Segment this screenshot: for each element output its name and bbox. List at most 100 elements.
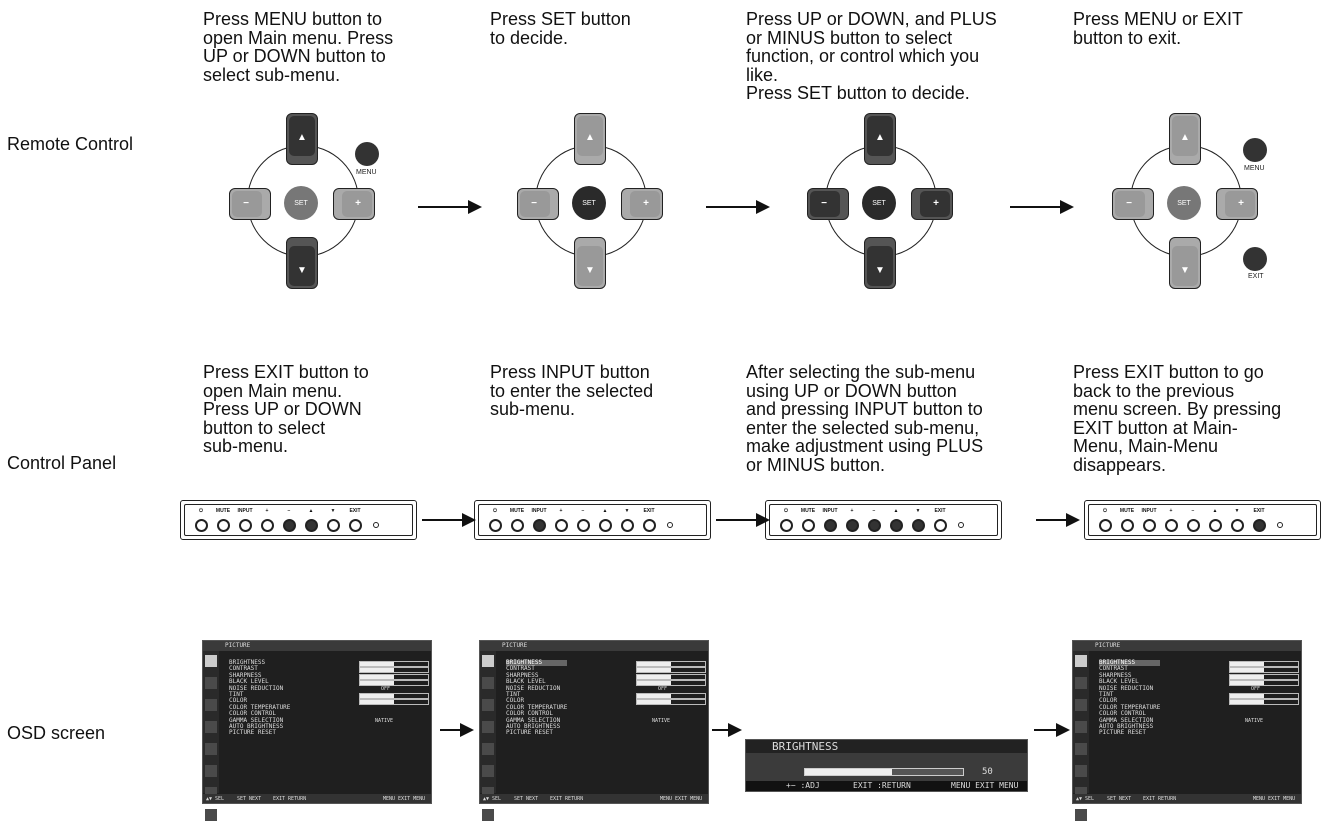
remote-diagram-4: ▲ ▼ − + SET MENU EXIT xyxy=(1090,105,1290,289)
osd-footer-next: SET NEXT xyxy=(237,796,262,802)
osd-menu-item: TINT xyxy=(229,691,244,699)
panel-button xyxy=(1121,519,1134,532)
up-key: ▲ xyxy=(574,113,606,165)
osd-menu-item: BLACK LEVEL xyxy=(1099,678,1139,686)
set-key: SET xyxy=(284,186,318,220)
panel-button xyxy=(934,519,947,532)
osd-level-bar xyxy=(636,699,706,706)
panel-button-label: MUTE xyxy=(1119,508,1135,514)
panel-button-label: ▼ xyxy=(330,508,336,514)
osd-menu-item: TINT xyxy=(1099,691,1114,699)
plus-key: + xyxy=(333,188,375,220)
osd-noise-value: OFF xyxy=(658,685,668,692)
panel-button-label: ▲ xyxy=(602,508,608,514)
panel-button xyxy=(643,519,656,532)
osd-level-bar xyxy=(1229,673,1299,680)
osd-menu-item: COLOR xyxy=(506,697,525,705)
panel-button xyxy=(283,519,296,532)
down-key: ▼ xyxy=(1169,237,1201,289)
down-key: ▼ xyxy=(574,237,606,289)
osd-menu-item: COLOR CONTROL xyxy=(229,710,276,718)
panel-button-label: − xyxy=(581,508,585,514)
panel-button-label: ▲ xyxy=(893,508,899,514)
panel-button xyxy=(912,519,925,532)
osd-level-bar xyxy=(359,680,429,687)
panel-button xyxy=(846,519,859,532)
osd-gamma-value: NATIVE xyxy=(1245,717,1264,724)
remote-diagram-1: ▲ ▼ − + SET MENU xyxy=(207,105,407,289)
set-key: SET xyxy=(1167,186,1201,220)
flow-arrow xyxy=(706,200,770,214)
osd-menu-item: COLOR CONTROL xyxy=(1099,710,1146,718)
panel-button-label: ⏻ xyxy=(199,508,203,514)
panel-button-label: + xyxy=(1169,508,1173,514)
panel-button-label: ▼ xyxy=(1234,508,1240,514)
panel-button xyxy=(1209,519,1222,532)
panel-button-label: ▲ xyxy=(308,508,314,514)
osd-menu-item: COLOR TEMPERATURE xyxy=(229,703,291,711)
brightness-bar xyxy=(804,768,964,776)
panel-step-2-text: Press INPUT button to enter the selected… xyxy=(490,362,654,419)
osd-footer-exit: MENU EXIT MENU xyxy=(660,796,703,802)
osd-menu-item: CONTRAST xyxy=(229,665,258,673)
panel-step-4-text: Press EXIT button to go back to the prev… xyxy=(1073,362,1282,475)
osd-level-bar xyxy=(359,673,429,680)
osd-footer-sel: ▲▼ SEL xyxy=(206,796,225,802)
minus-key: − xyxy=(229,188,271,220)
exit-key xyxy=(1243,247,1267,271)
panel-button xyxy=(261,519,274,532)
osd-level-bar xyxy=(1229,699,1299,706)
panel-button xyxy=(349,519,362,532)
down-key: ▼ xyxy=(286,237,318,289)
panel-button-label: ▼ xyxy=(915,508,921,514)
flow-arrow xyxy=(422,513,476,527)
panel-button-label: − xyxy=(872,508,876,514)
panel-button xyxy=(239,519,252,532)
brightness-bar-fill xyxy=(805,769,892,775)
power-led-icon xyxy=(667,522,673,528)
remote-step-1-text: Press MENU button to open Main menu. Pre… xyxy=(203,9,394,85)
osd-footer-return: EXIT RETURN xyxy=(273,796,307,802)
osd-menu-item: GAMMA SELECTION xyxy=(506,716,561,724)
osd-menu-item: BLACK LEVEL xyxy=(229,678,269,686)
panel-button xyxy=(555,519,568,532)
panel-button xyxy=(1187,519,1200,532)
panel-button xyxy=(217,519,230,532)
panel-button-label: + xyxy=(850,508,854,514)
osd-menu-item: AUTO BRIGHTNESS xyxy=(506,723,561,731)
osd-level-bar xyxy=(1229,661,1299,667)
osd-footer-sel: ▲▼ SEL xyxy=(483,796,502,802)
osd-level-bar xyxy=(636,673,706,680)
osd-noise-value: OFF xyxy=(381,685,391,692)
panel-button-label: MUTE xyxy=(215,508,231,514)
panel-button-label: INPUT xyxy=(237,508,253,514)
osd-menu-item: TINT xyxy=(506,691,521,699)
panel-button-label: ⏻ xyxy=(784,508,788,514)
osd-menu-item: PICTURE RESET xyxy=(506,729,553,737)
brightness-title: BRIGHTNESS xyxy=(772,740,839,753)
osd-menu-item: BRIGHTNESS xyxy=(229,659,266,666)
footer-adj: +− :ADJ xyxy=(786,781,820,790)
osd-menu-item: COLOR TEMPERATURE xyxy=(1099,703,1161,711)
panel-button xyxy=(599,519,612,532)
osd-footer-return: EXIT RETURN xyxy=(1143,796,1177,802)
osd-level-bar xyxy=(1229,693,1299,699)
osd-level-bar xyxy=(359,693,429,699)
panel-button xyxy=(868,519,881,532)
row-label-osd: OSD screen xyxy=(7,723,106,743)
panel-button-label: ▲ xyxy=(1212,508,1218,514)
panel-button xyxy=(1231,519,1244,532)
osd-footer-sel: ▲▼ SEL xyxy=(1076,796,1095,802)
plus-key: + xyxy=(911,188,953,220)
panel-button xyxy=(1143,519,1156,532)
flow-arrow xyxy=(1034,723,1070,737)
panel-button xyxy=(577,519,590,532)
panel-button-label: + xyxy=(559,508,563,514)
footer-return: EXIT :RETURN xyxy=(853,781,911,790)
osd-level-bar xyxy=(636,661,706,667)
